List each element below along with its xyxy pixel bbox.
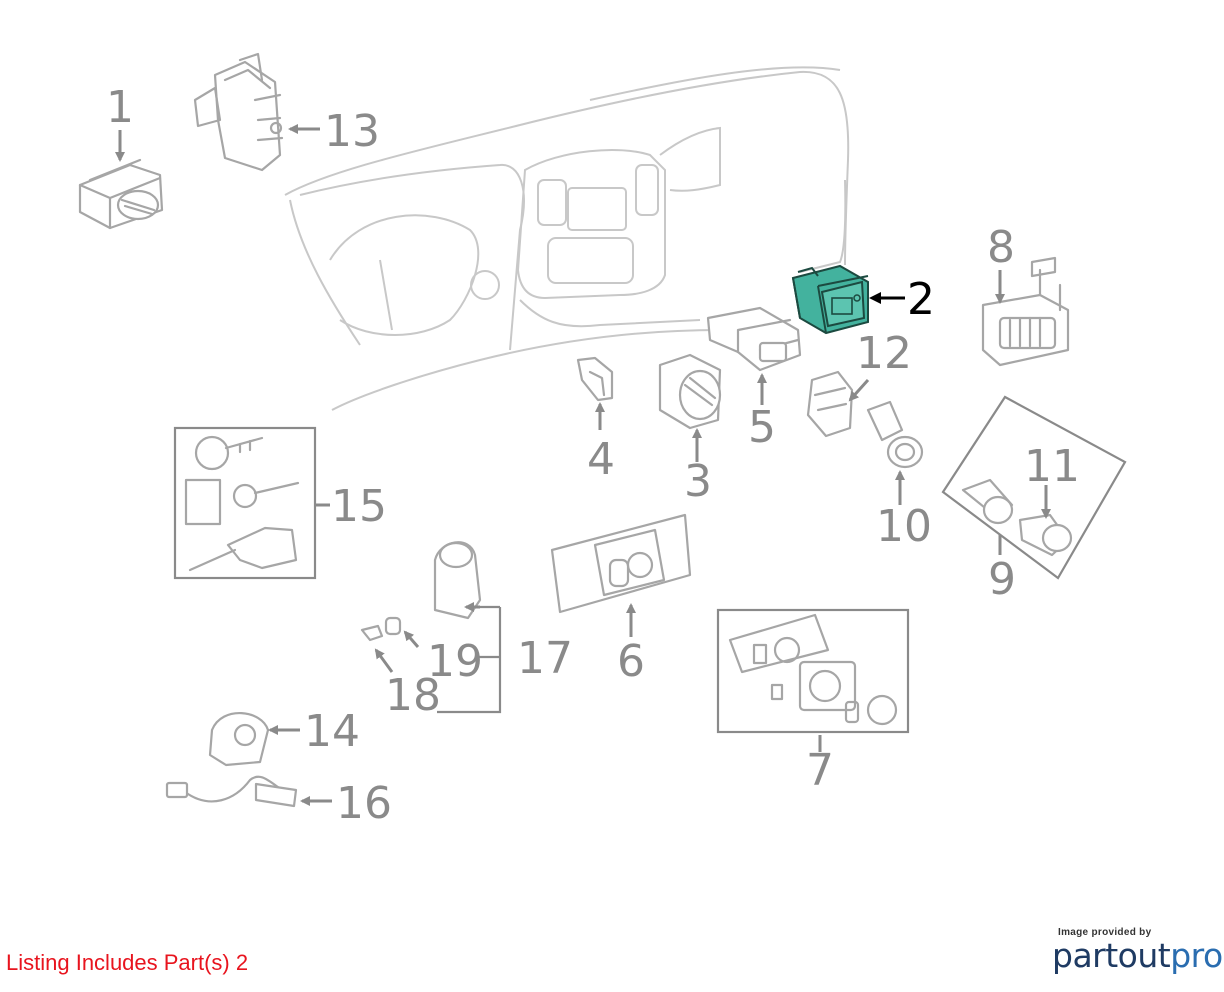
part-13-relay-block [193, 52, 284, 172]
listing-note: Listing Includes Part(s) 2 [6, 950, 249, 975]
dashboard-outline [284, 66, 850, 411]
callout-labels: 1 2 3 4 5 6 7 8 9 10 11 12 13 14 15 16 1… [106, 82, 1080, 829]
callout-12: 12 [856, 328, 912, 379]
callout-6: 6 [617, 636, 645, 687]
callout-9: 9 [988, 554, 1016, 605]
image-credit-caption: Image provided by [1058, 927, 1152, 938]
callout-19: 19 [427, 636, 483, 687]
callout-14: 14 [304, 706, 360, 757]
part-1-blower-module [78, 158, 164, 230]
part-7-control-assembly [716, 608, 910, 734]
callout-11: 11 [1024, 441, 1080, 492]
callout-1: 1 [106, 82, 134, 133]
part-5-switch [706, 306, 802, 372]
callout-4: 4 [587, 434, 615, 485]
callout-15: 15 [331, 481, 387, 532]
part-3-knob-bezel [658, 353, 722, 430]
callout-7: 7 [806, 745, 834, 796]
callout-13: 13 [324, 106, 380, 157]
part-15-key-set [173, 426, 317, 580]
callout-18: 18 [385, 670, 441, 721]
callout-5: 5 [748, 402, 776, 453]
part-14-sensor [208, 712, 270, 767]
part-9-box [941, 395, 1127, 580]
callout-17: 17 [517, 633, 573, 684]
callout-10: 10 [876, 501, 932, 552]
part-16-harness [165, 775, 298, 808]
part-4-clip [576, 356, 614, 402]
callout-16: 16 [336, 778, 392, 829]
part-8-vent [981, 256, 1070, 367]
brand-part-2: pro [1170, 936, 1223, 975]
part-2-switch-highlighted [791, 264, 869, 335]
callout-3: 3 [684, 456, 712, 507]
callout-8: 8 [987, 222, 1015, 273]
part-17-assembly [360, 541, 482, 642]
part-10-lighter-socket [866, 400, 924, 469]
callout-2: 2 [907, 274, 935, 325]
part-6-switch-panel [550, 513, 692, 614]
brand-part-1: partout [1052, 936, 1171, 975]
part-12-socket [806, 370, 854, 438]
partoutpro-logo: partoutpro [1052, 936, 1223, 975]
